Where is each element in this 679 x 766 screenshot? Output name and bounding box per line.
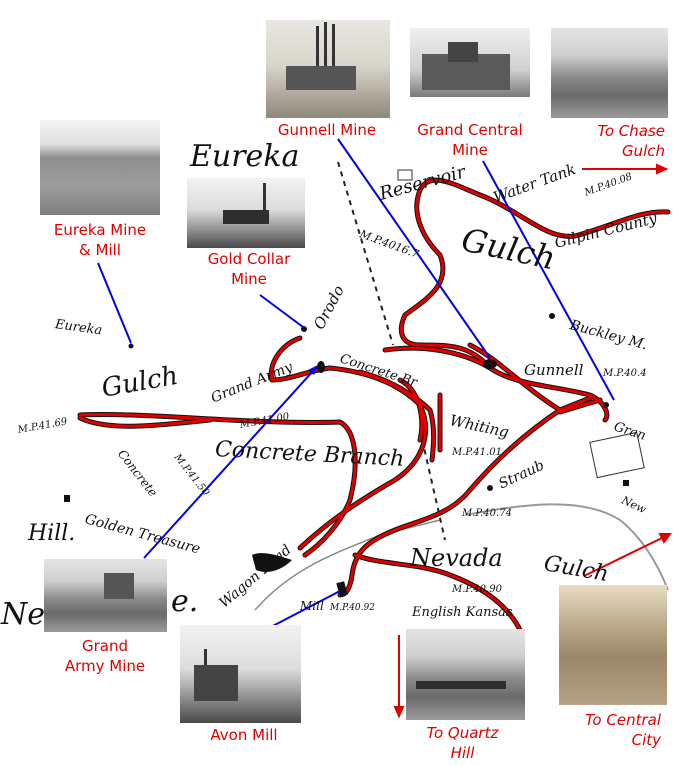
map-label-hill: Hill. <box>28 521 76 546</box>
caption-eureka-line1: Eureka Mine <box>53 221 147 239</box>
arrow-right-icon <box>656 163 669 175</box>
arrow-down-icon <box>393 706 405 719</box>
caption-central-line1: To Central <box>585 711 661 729</box>
caption-grand-army-line2: Army Mine <box>64 657 146 675</box>
caption-gold-collar-line2: Mine <box>231 270 267 288</box>
map-label-ne: Ne <box>1 597 46 632</box>
leader-avon <box>266 590 341 630</box>
map-label-english-kansas: English Kansas <box>412 605 513 620</box>
grand-central-marker <box>603 402 609 408</box>
arrow-to-central <box>583 536 665 577</box>
leader-eureka <box>97 262 132 344</box>
map-label-mp4101: M.P.41.01 <box>452 447 502 458</box>
map-label-e: e. <box>171 584 199 619</box>
straub-marker <box>487 485 493 491</box>
caption-gunnell-mine: Gunnell Mine <box>277 121 377 139</box>
mill-blob <box>252 553 292 572</box>
photo-avon-mill <box>180 625 301 723</box>
new-marker <box>623 480 629 486</box>
dashed-boundary <box>337 161 446 541</box>
photo-eureka-mine <box>40 120 160 215</box>
map-label-nevada: Nevada <box>410 544 503 572</box>
leader-arrowhead-icon <box>308 365 318 375</box>
building-outline <box>589 431 645 479</box>
caption-avon-mill: Avon Mill <box>210 726 278 744</box>
reservoir-marker <box>397 169 413 181</box>
grand-army-marker <box>317 361 325 373</box>
wagon-road <box>254 519 441 611</box>
buckley-marker <box>549 313 555 319</box>
gunnell-marker <box>483 359 497 369</box>
arrow-up-right-icon <box>658 533 672 544</box>
eureka-marker <box>128 343 134 349</box>
caption-quartz-line1: To Quartz <box>426 724 499 742</box>
leader-gunnell <box>337 138 491 359</box>
photo-chase-gulch <box>551 28 668 118</box>
caption-eureka-line2: & Mill <box>79 241 121 259</box>
photo-gunnell-mine <box>266 20 390 118</box>
map-label-eureka: Eureka <box>190 139 300 174</box>
map-label-mp4074: M.P.40.74 <box>462 508 512 519</box>
map-label-gunnell: Gunnell <box>524 361 584 379</box>
avon-mill-marker <box>336 581 348 597</box>
photo-grand-army-mine <box>44 559 167 632</box>
map-label-mp4090: M.P.40.90 <box>452 584 502 595</box>
leader-grand-central <box>482 160 615 401</box>
old-railroad <box>464 503 669 591</box>
caption-chase-line2: Gulch <box>621 142 665 160</box>
caption-grand-central-line1: Grand Central <box>417 121 523 139</box>
golden-treasure-marker <box>64 495 70 502</box>
photo-grand-central-mine <box>410 28 530 97</box>
map-label-mp404: M.P.40.4 <box>603 368 647 379</box>
caption-central-line2: City <box>631 731 661 749</box>
leader-grand-army <box>143 370 314 559</box>
caption-grand-central-line2: Mine <box>452 141 488 159</box>
photo-gold-collar-mine <box>187 178 305 248</box>
caption-gold-collar-line1: Gold Collar <box>207 250 291 268</box>
caption-grand-army-line1: Grand <box>81 637 128 655</box>
photo-central-city <box>559 585 667 705</box>
leader-gold-collar <box>259 294 304 328</box>
map-label-mill: Mill <box>300 599 324 613</box>
caption-chase-line1: To Chase <box>597 122 665 140</box>
caption-quartz-line2: Hill <box>450 744 475 762</box>
photo-quartz-hill <box>406 629 525 720</box>
map-label-mp4092: M.P.40.92 <box>330 603 375 613</box>
